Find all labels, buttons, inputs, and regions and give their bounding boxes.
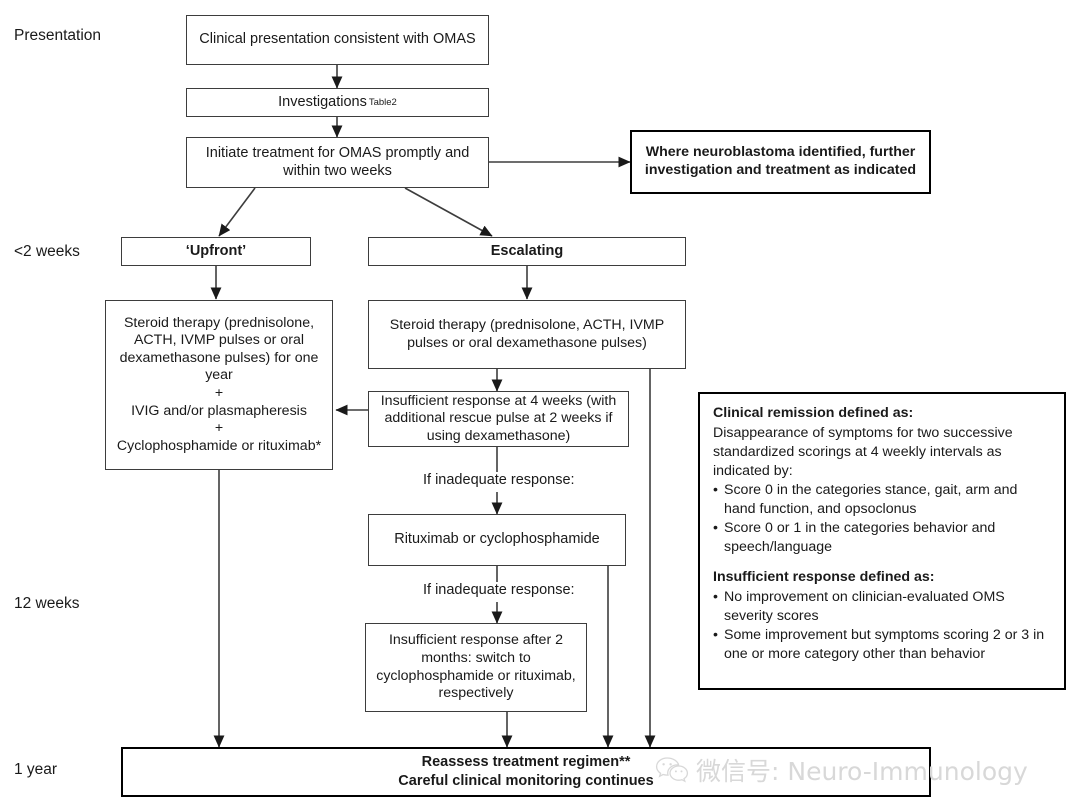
insufficient-response-bullets: No improvement on clinician-evaluated OM…	[713, 588, 1052, 664]
node-escalating-steroid: Steroid therapy (prednisolone, ACTH, IVM…	[368, 300, 686, 369]
list-item: No improvement on clinician-evaluated OM…	[713, 588, 1052, 626]
node-insufficient-2months: Insufficient response after 2 months: sw…	[365, 623, 587, 712]
stage-label-lt2weeks: <2 weeks	[14, 243, 80, 260]
node-upfront-therapy: Steroid therapy (prednisolone, ACTH, IVM…	[105, 300, 333, 470]
edge-label-inadequate-response-2: If inadequate response:	[420, 582, 578, 598]
investigations-table-superscript: Table2	[368, 96, 397, 108]
list-item: Some improvement but symptoms scoring 2 …	[713, 626, 1052, 664]
node-rituximab-cyclophosphamide: Rituximab or cyclophosphamide	[368, 514, 626, 566]
node-clinical-presentation: Clinical presentation consistent with OM…	[186, 15, 489, 65]
node-neuroblastoma: Where neuroblastoma identified, further …	[630, 130, 931, 194]
node-investigations-label: Investigations	[278, 93, 367, 110]
clinical-remission-bullets: Score 0 in the categories stance, gait, …	[713, 481, 1052, 557]
node-insufficient-4weeks: Insufficient response at 4 weeks (with a…	[368, 391, 629, 447]
clinical-remission-heading: Clinical remission defined as:	[713, 405, 914, 421]
stage-label-1year: 1 year	[14, 761, 58, 778]
reassess-line-2: Careful clinical monitoring continues	[398, 772, 654, 789]
node-initiate-treatment: Initiate treatment for OMAS promptly and…	[186, 137, 489, 188]
stage-label-12weeks: 12 weeks	[14, 595, 80, 612]
node-reassess-treatment: Reassess treatment regimen** Careful cli…	[121, 747, 931, 797]
edge-label-inadequate-response-1: If inadequate response:	[420, 472, 578, 488]
reassess-line-1: Reassess treatment regimen**	[421, 753, 631, 770]
node-escalating: Escalating	[368, 237, 686, 266]
list-item: Score 0 or 1 in the categories behavior …	[713, 519, 1052, 557]
clinical-remission-body: Disappearance of symptoms for two succes…	[713, 425, 1013, 480]
definitions-panel: Clinical remission defined as: Disappear…	[698, 392, 1066, 690]
list-item: Score 0 in the categories stance, gait, …	[713, 481, 1052, 519]
legend-spacer	[713, 557, 1052, 568]
insufficient-response-heading: Insufficient response defined as:	[713, 569, 935, 586]
node-upfront: ‘Upfront’	[121, 237, 311, 266]
stage-label-presentation: Presentation	[14, 27, 102, 44]
